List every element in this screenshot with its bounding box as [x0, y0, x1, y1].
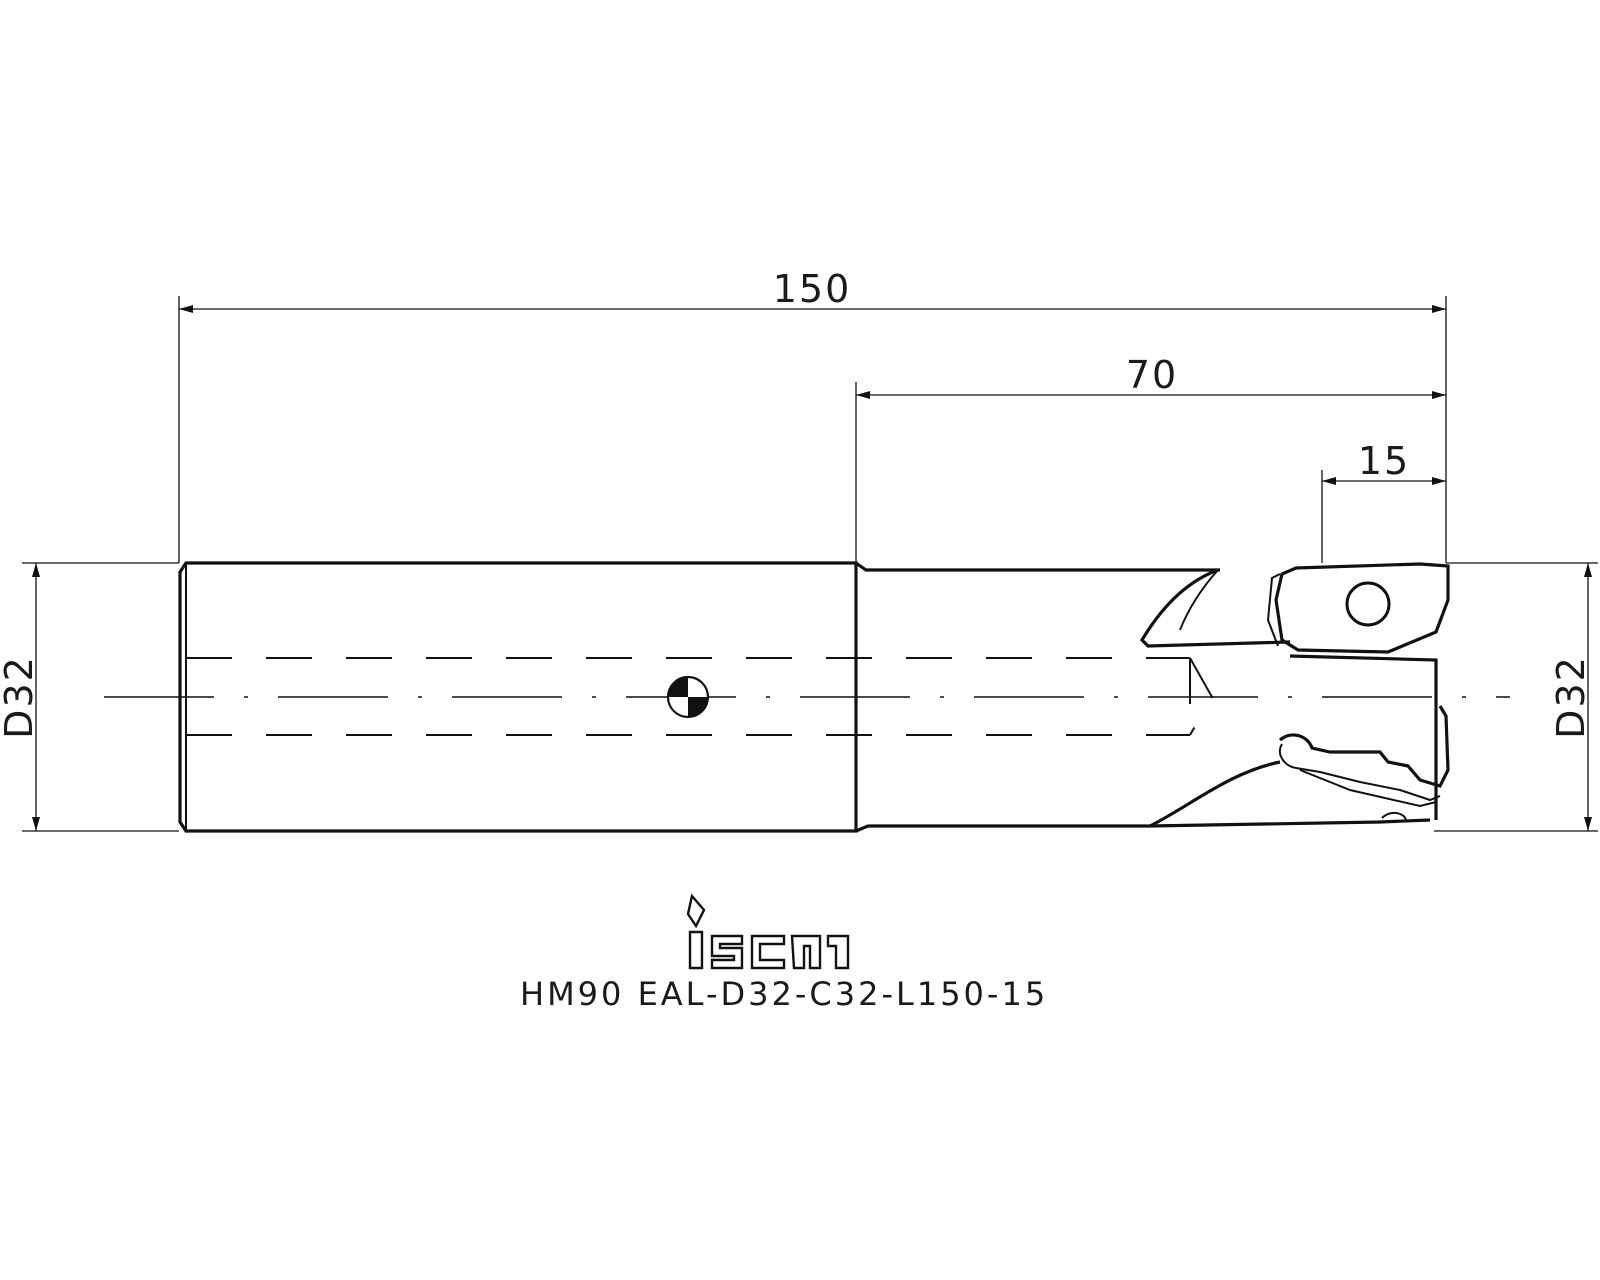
part-code-label: HM90 EAL-D32-C32-L150-15: [520, 975, 1049, 1013]
dim-label-15: 15: [1358, 439, 1410, 483]
dim-label-150: 150: [773, 267, 852, 311]
extension-lines: [22, 296, 1598, 832]
dim-label-d32-left: D32: [0, 655, 41, 739]
tool-body: [855, 561, 1438, 833]
iscar-logo: [686, 893, 850, 970]
insert-lower: [1278, 705, 1450, 821]
insert-screw-hole: [1345, 581, 1391, 627]
dim-label-d32-right: D32: [1549, 655, 1593, 739]
insert-upper: [1266, 562, 1450, 654]
dim-label-70: 70: [1126, 353, 1178, 397]
dimension-lines: [32, 305, 1592, 831]
center-of-gravity-icon: [666, 675, 710, 719]
